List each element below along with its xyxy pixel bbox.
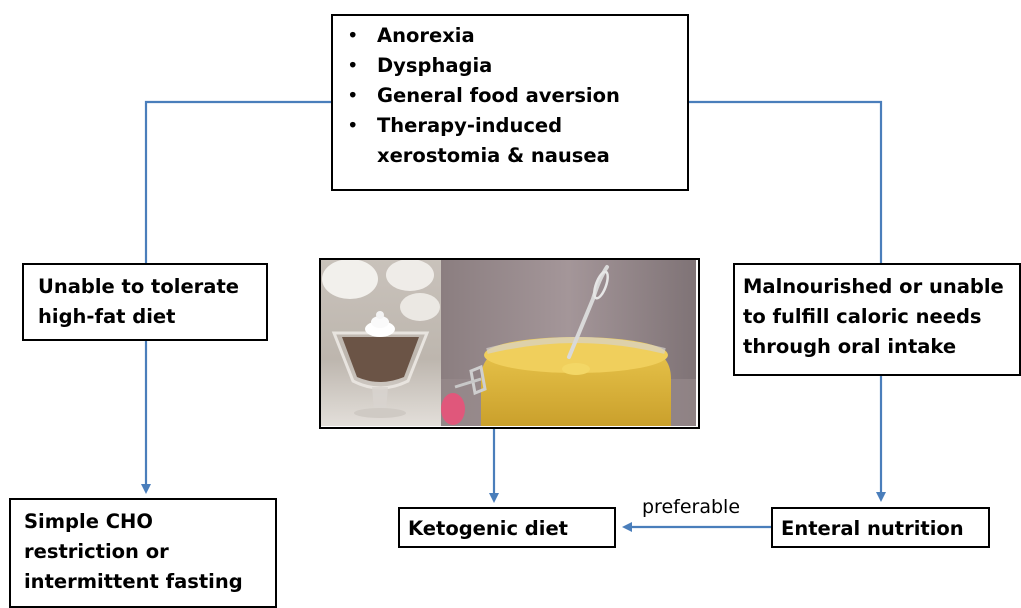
symptom-item: Dysphagia xyxy=(347,51,687,81)
preferable-arrow-label: preferable xyxy=(642,496,741,518)
ghee-jar-photo xyxy=(441,259,696,426)
symptom-text: General food aversion xyxy=(377,84,620,107)
box-text: restriction or xyxy=(24,540,169,563)
box-text: to fulfill caloric needs xyxy=(743,305,982,328)
symptom-text: Dysphagia xyxy=(377,54,493,77)
symptom-item: General food aversion xyxy=(347,81,687,111)
symptom-text-cont: xerostomia & nausea xyxy=(377,144,610,167)
box-text: Simple CHO xyxy=(24,510,153,533)
symptom-text: Anorexia xyxy=(377,24,475,47)
box-text: Ketogenic diet xyxy=(408,517,568,540)
box-text: high-fat diet xyxy=(38,305,176,328)
ketogenic-diet-box: Ketogenic diet xyxy=(398,507,616,548)
box-text: Unable to tolerate xyxy=(38,275,239,298)
symptom-item: Therapy-induced xerostomia & nausea xyxy=(347,111,687,171)
malnourished-box: Malnourished or unable to fulfill calori… xyxy=(733,263,1021,376)
box-text: through oral intake xyxy=(743,335,957,358)
high-fat-intolerance-box: Unable to tolerate high-fat diet xyxy=(22,263,268,341)
chocolate-pudding-photo xyxy=(320,259,441,426)
simple-cho-restriction-box: Simple CHO restriction or intermittent f… xyxy=(9,498,277,608)
symptom-item: Anorexia xyxy=(347,21,687,51)
connector-top-to-right xyxy=(689,100,883,263)
box-text: Malnourished or unable xyxy=(743,275,1004,298)
enteral-nutrition-box: Enteral nutrition xyxy=(771,507,990,548)
connector-top-to-left xyxy=(144,100,331,263)
box-text: intermittent fasting xyxy=(24,570,243,593)
symptoms-box: Anorexia Dysphagia General food aversion… xyxy=(331,14,689,191)
symptom-text: Therapy-induced xyxy=(377,114,563,137)
box-text: Enteral nutrition xyxy=(781,517,964,540)
symptoms-list: Anorexia Dysphagia General food aversion… xyxy=(347,21,687,171)
